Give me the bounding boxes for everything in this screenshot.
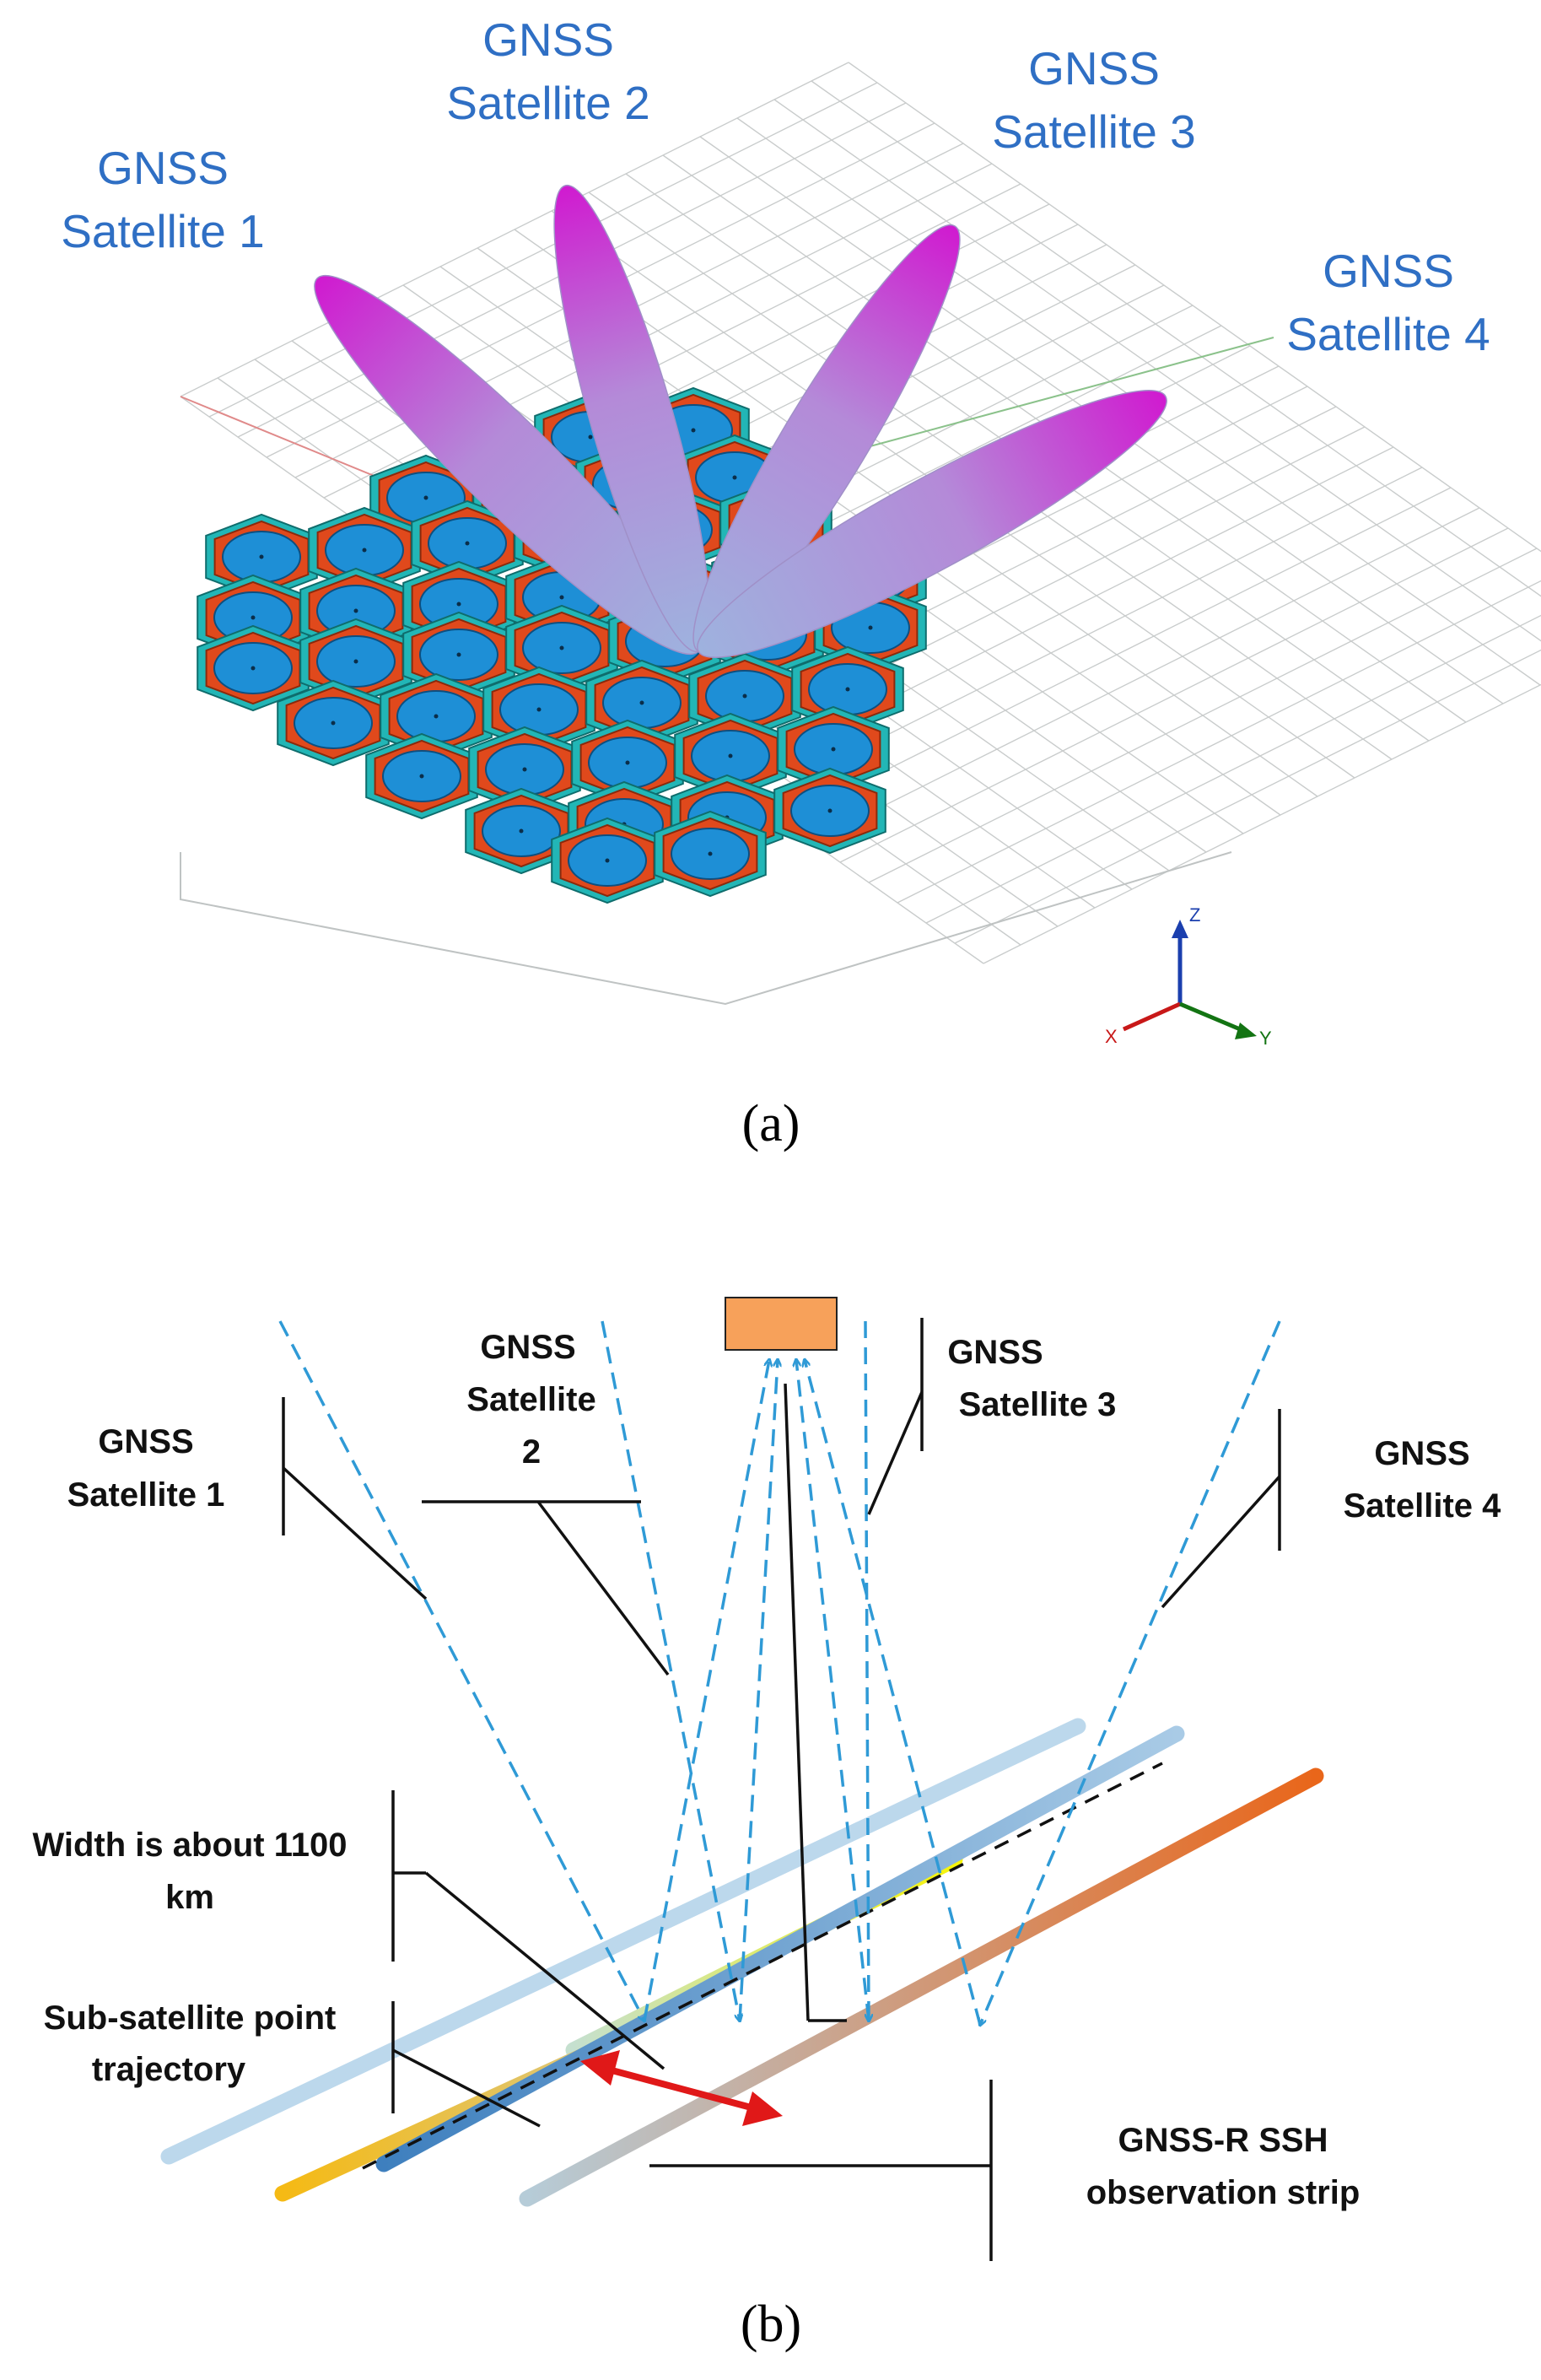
grid-line (848, 62, 1541, 553)
ray-sat1-reflected (643, 1360, 769, 2021)
ray-sat4-reflected (805, 1360, 982, 2026)
axis-triad: Z X Y (1105, 904, 1272, 1049)
beams (314, 184, 1167, 658)
b-sat3-line2: Satellite 3 (959, 1386, 1117, 1423)
panel-b: GNSS Satellite 1 GNSS Satellite 2 GNSS S… (32, 1297, 1502, 2353)
antenna-element (465, 787, 578, 875)
strip-label-line1: GNSS-R SSH (1118, 2122, 1328, 2159)
beam-satellite-4 (697, 390, 1167, 658)
observation-strips (160, 1718, 1324, 2207)
grid-line (925, 614, 1541, 924)
y-axis (1179, 1001, 1245, 1033)
axis-y-label: Y (1259, 1028, 1272, 1049)
substrate-edge (180, 851, 1232, 1006)
b-sat4-line2: Satellite 4 (1344, 1487, 1502, 1525)
ray-sat2-reflected (738, 1360, 778, 2021)
grid-line (897, 580, 1541, 904)
panel-a: Z X Y GNSS Satellite 1 GNSS Satellite 2 … (61, 13, 1541, 1152)
sat1-label-line2: Satellite 1 (61, 205, 265, 257)
b-sat2-line2: Satellite (466, 1381, 595, 1418)
panel-a-label: (a) (742, 1095, 800, 1152)
arrowhead-left-icon (580, 2050, 620, 2086)
ray-sat3-incident (864, 1320, 869, 2021)
x-axis (1122, 1001, 1182, 1032)
sat3-label-line1: GNSS (1028, 42, 1160, 94)
axis-x-label: X (1105, 1026, 1118, 1047)
sat3-label-line2: Satellite 3 (992, 105, 1196, 158)
width-arrow (580, 2050, 783, 2126)
callout-lines (282, 1318, 1281, 2261)
b-sat1-line1: GNSS (98, 1423, 193, 1460)
antenna-element (551, 817, 664, 904)
trajectory-label-line1: Sub-satellite point (44, 2000, 337, 2037)
antenna-element (654, 810, 767, 898)
b-sat4-line1: GNSS (1374, 1435, 1469, 1472)
sat2-label-line1: GNSS (482, 13, 614, 66)
sat1-label-line1: GNSS (97, 142, 229, 194)
antenna-element (411, 499, 524, 587)
antenna-element (277, 679, 390, 767)
sat2-label-line2: Satellite 2 (446, 77, 650, 129)
grid-line (773, 99, 1541, 642)
sat4-label-line2: Satellite 4 (1286, 308, 1490, 360)
z-arrow-icon (1172, 920, 1188, 938)
strip-light-left (160, 1718, 1086, 2165)
width-label-line1: Width is about 1100 (32, 1827, 347, 1864)
ray-sat3-reflected (796, 1360, 870, 2021)
b-sat2-line1: GNSS (480, 1329, 575, 1366)
nadir-line (784, 1383, 810, 2021)
antenna-element (571, 719, 684, 807)
arrowhead-right-icon (742, 2091, 783, 2126)
receiver-satellite (725, 1297, 838, 1351)
panel-b-label: (b) (741, 2296, 801, 2353)
b-sat2-line3: 2 (522, 1433, 541, 1471)
ray-sat4-incident (980, 1320, 1281, 2025)
b-sat3-line1: GNSS (947, 1334, 1043, 1371)
ray-sat1-incident (278, 1320, 644, 2021)
axis-z-label: Z (1189, 904, 1200, 926)
antenna-element (197, 624, 310, 712)
strip-label-line2: observation strip (1086, 2174, 1360, 2211)
signal-rays (278, 1320, 1281, 2026)
trajectory-label-line2: trajectory (92, 2051, 246, 2088)
b-sat1-line2: Satellite 1 (67, 1476, 225, 1514)
strip-blue (375, 1725, 1185, 2172)
sub-satellite-trajectory-line (362, 1762, 1163, 2170)
grid-line (811, 80, 1541, 597)
ray-sat2-incident (601, 1320, 740, 2021)
strip-orange (519, 1767, 1324, 2207)
antenna-element (777, 705, 890, 793)
antenna-element (773, 767, 886, 855)
width-label-line2: km (165, 1879, 214, 1916)
sat4-label-line1: GNSS (1323, 245, 1454, 297)
antenna-element (380, 672, 493, 760)
y-arrow-icon (1235, 1023, 1257, 1039)
